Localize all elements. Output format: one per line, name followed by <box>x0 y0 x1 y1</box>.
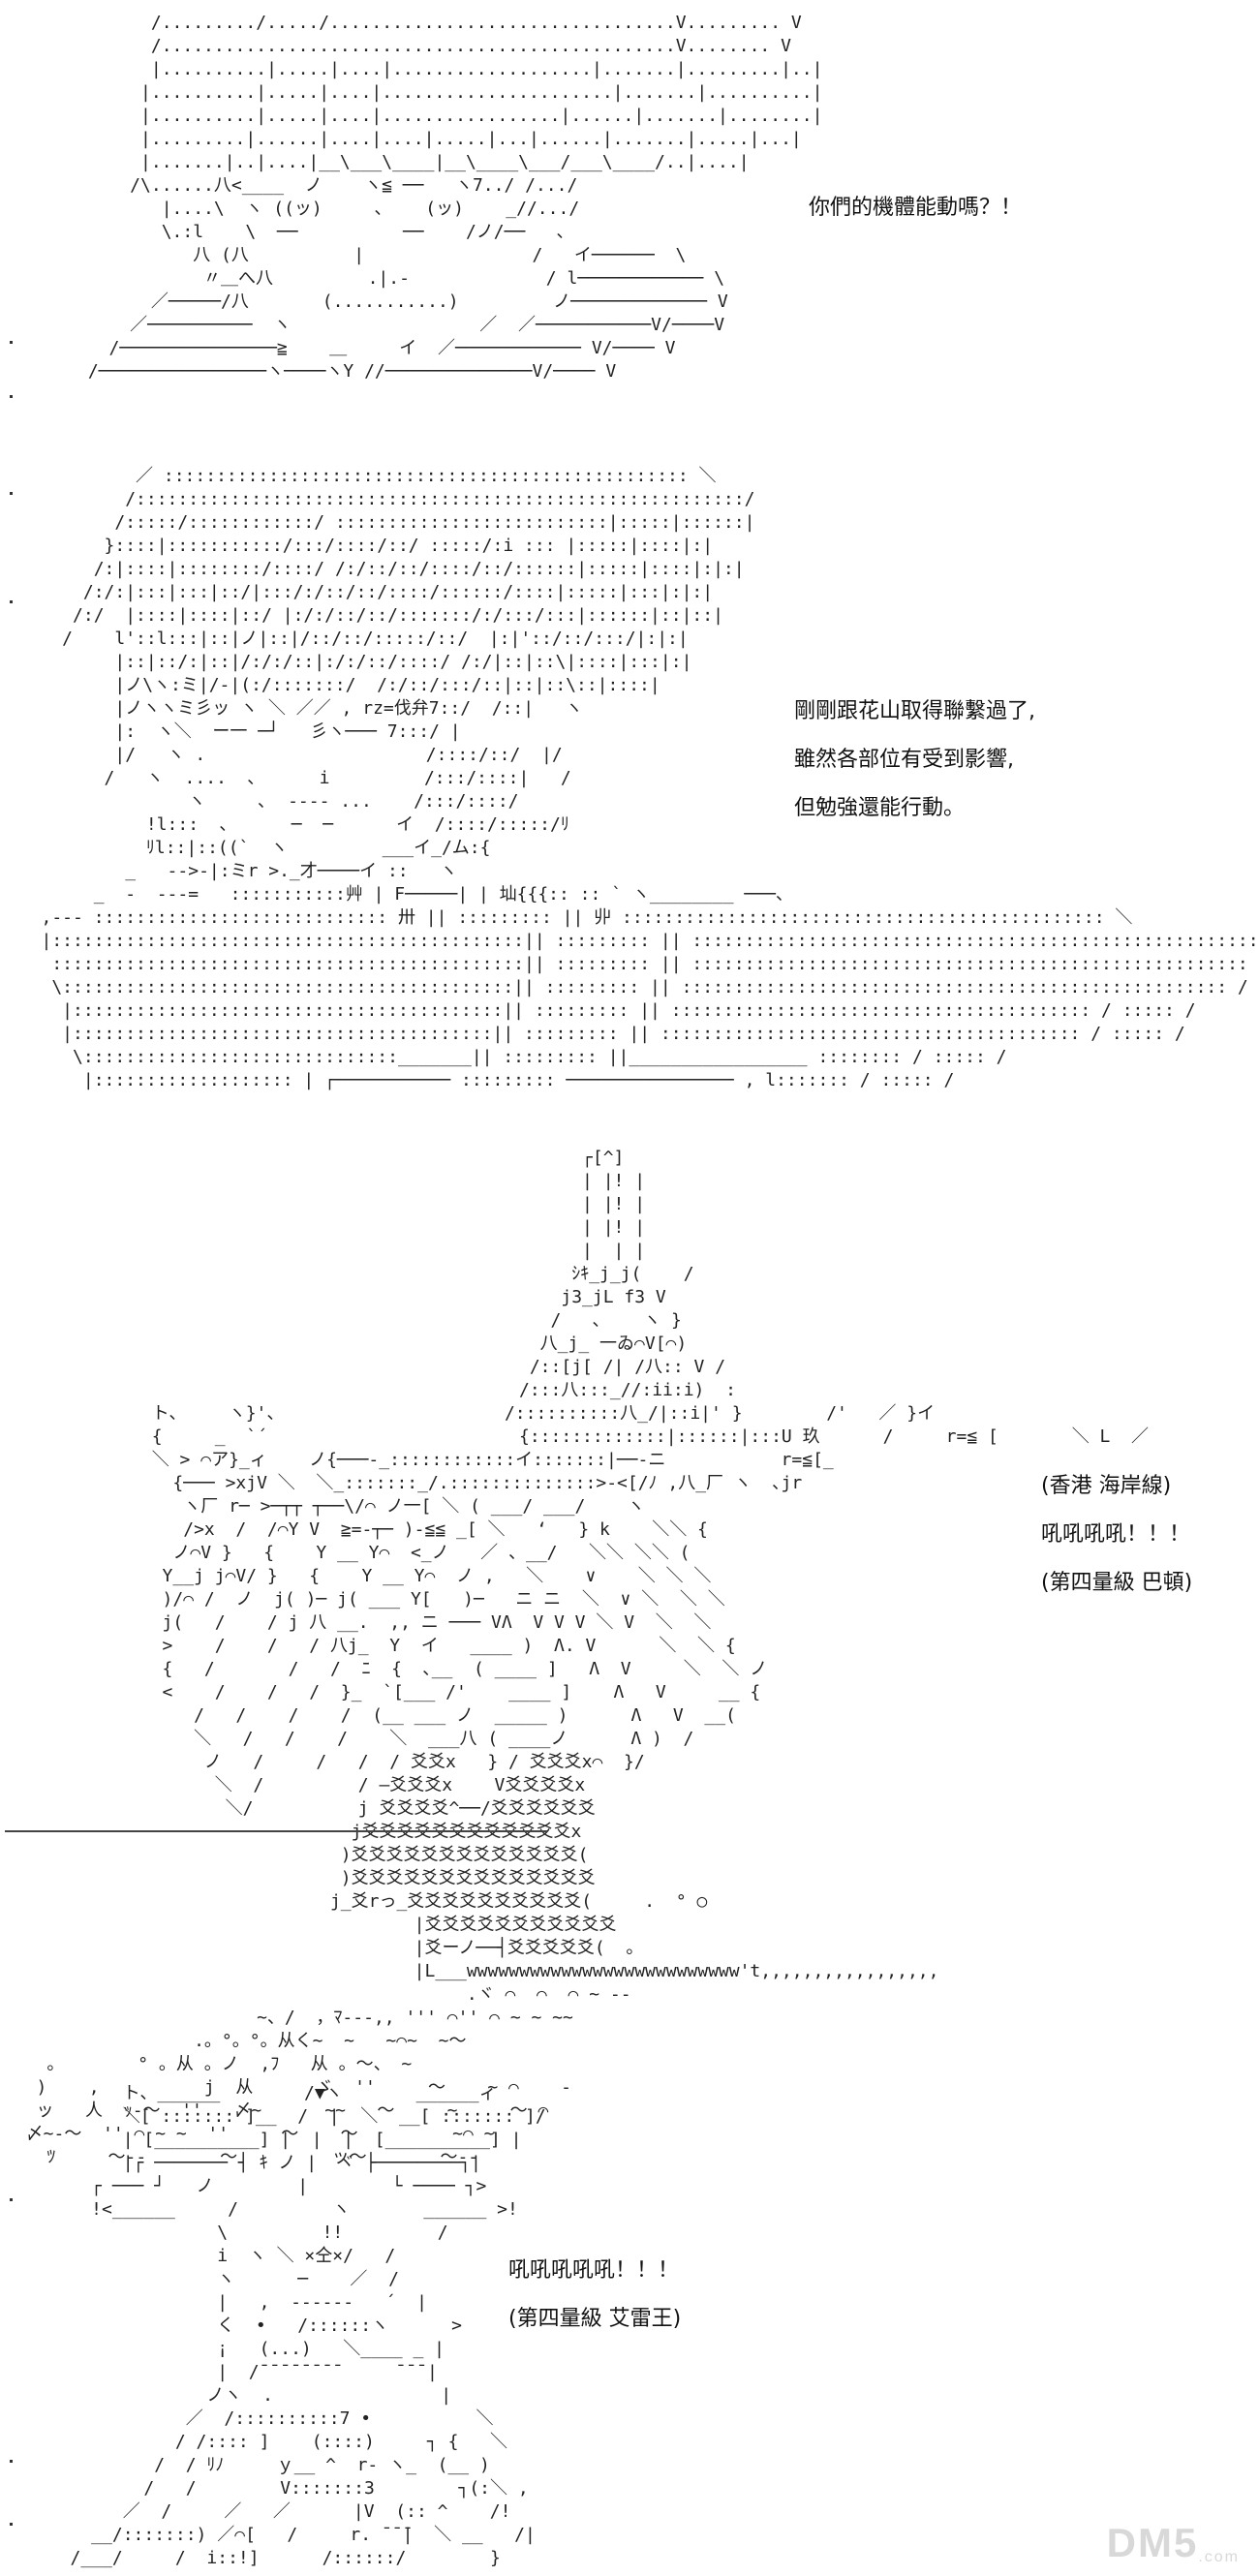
ascii-art-kaiju-coastline: ┌[^] | |! | | |! | | |! | <box>25 1148 1150 2167</box>
panel-2: ／ ::::::::::::::::::::::::::::::::::::::… <box>0 445 1259 1123</box>
watermark-text: DM5 <box>1106 2520 1199 2565</box>
stray-dot <box>10 2198 13 2201</box>
ascii-art-pilot-console: ／ ::::::::::::::::::::::::::::::::::::::… <box>41 466 1259 1090</box>
dialog-line: 但勉強還能行動。 <box>794 796 966 820</box>
panel-4: ト、______ /▼ヽ ______ィ ＼[ ::::::: ]__ / | … <box>0 2072 1259 2576</box>
dialog-line: (第四量級 巴頓) <box>1041 1571 1193 1595</box>
dialog-line: 你們的機體能動嗎？！ <box>809 196 1023 220</box>
ascii-art-kaiju-second: ト、______ /▼ヽ ______ィ ＼[ ::::::: ]__ / | … <box>70 2083 546 2568</box>
stray-dot <box>10 492 13 495</box>
stray-dot <box>10 2460 13 2463</box>
dialog-line: 雖然各部位有受到影響, <box>794 748 1014 772</box>
site-watermark-logo: DM5.com <box>1107 2520 1240 2566</box>
stray-dot <box>10 395 13 398</box>
panel-1: /........./...../.......................… <box>0 0 1259 445</box>
dialog-line: 吼吼吼吼吼！！！ <box>508 2258 680 2283</box>
dialog-line: 剛剛跟花山取得聯繫過了, <box>794 699 1035 723</box>
stray-dot <box>10 341 13 344</box>
dialog-panel-4: 吼吼吼吼吼！！！ (第四量級 艾雷王) <box>508 2247 681 2344</box>
stray-dot <box>10 2523 13 2526</box>
ascii-art-pilot-face: /........./...../.......................… <box>87 13 823 382</box>
dialog-line: (香港 海岸線) <box>1041 1474 1172 1498</box>
dialog-panel-1: 你們的機體能動嗎？！ <box>809 184 1022 232</box>
dialog-panel-3: (香港 海岸線) 吼吼吼吼！！！ (第四量級 巴頓) <box>1041 1462 1192 1608</box>
watermark-suffix: .com <box>1198 2549 1240 2565</box>
shoreline <box>5 1830 547 1832</box>
dialog-line: 吼吼吼吼！！！ <box>1041 1522 1191 1547</box>
stray-dot <box>10 600 13 603</box>
panel-3: ┌[^] | |! | | |! | | |! | <box>0 1123 1259 2167</box>
dialog-line: (第四量級 艾雷王) <box>508 2307 682 2331</box>
dialog-panel-2: 剛剛跟花山取得聯繫過了, 雖然各部位有受到影響, 但勉強還能行動。 <box>794 688 1035 833</box>
